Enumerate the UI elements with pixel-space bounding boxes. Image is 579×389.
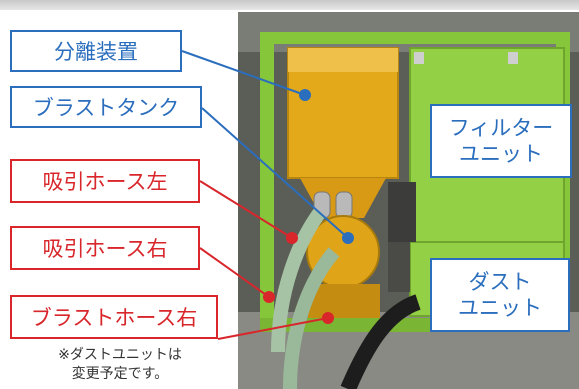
suction-hose-right-label: 吸引ホース右 — [10, 226, 200, 270]
machine-photo — [238, 12, 579, 389]
separator-label: 分離装置 — [10, 30, 182, 72]
note-text: ※ダストユニットは 変更予定です。 — [58, 347, 182, 382]
dust-unit-label: ダスト ユニット — [430, 258, 570, 332]
blast-hose-right-label: ブラストホース右 — [10, 295, 218, 339]
top-band — [0, 0, 579, 10]
blast-tank-label: ブラストタンク — [10, 86, 202, 128]
filter-unit-label: フィルター ユニット — [430, 104, 572, 178]
suction-hose-left-label: 吸引ホース左 — [10, 159, 200, 203]
